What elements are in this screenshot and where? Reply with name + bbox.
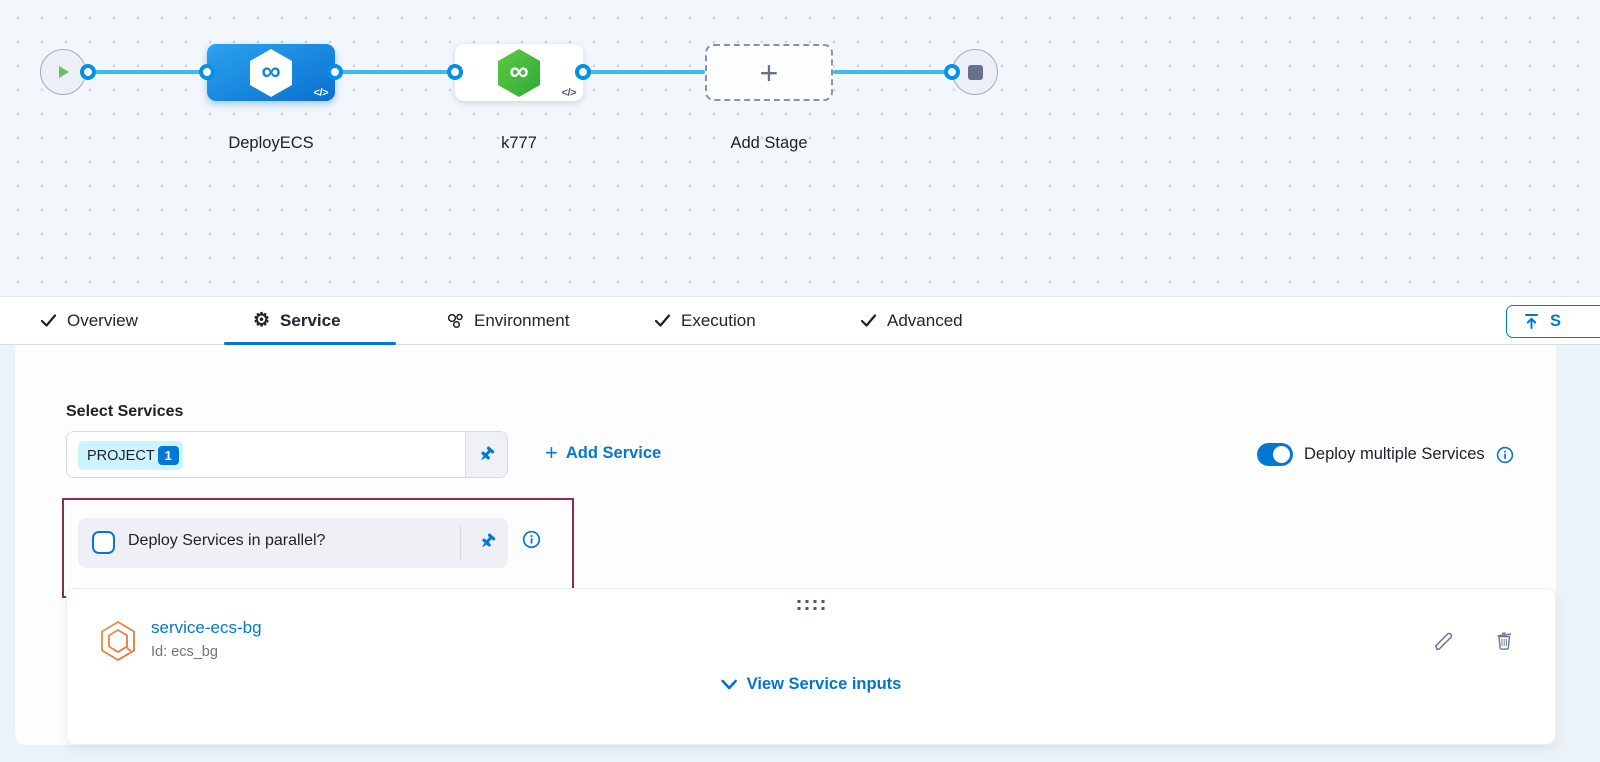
tab-advanced[interactable]: Advanced [860, 297, 963, 344]
view-service-inputs-label: View Service inputs [747, 675, 902, 694]
stage-label-add-stage: Add Stage [669, 134, 869, 153]
harness-cd-icon: ∞ [248, 48, 294, 98]
deploy-parallel-checkbox[interactable] [92, 531, 115, 554]
view-service-inputs-button[interactable]: View Service inputs [721, 675, 902, 694]
save-button-label: S [1550, 312, 1561, 331]
toggle-knob [1273, 446, 1290, 463]
add-service-button[interactable]: + Add Service [545, 442, 661, 464]
chevron-down-icon [721, 679, 738, 691]
stage-label-k777: k777 [419, 134, 619, 153]
connector-line [88, 70, 207, 74]
plus-icon: + [545, 442, 558, 464]
connector-port[interactable] [327, 64, 343, 80]
check-icon [40, 313, 57, 328]
connector-line [833, 70, 952, 74]
project-scope-chip[interactable]: PROJECT 1 [78, 441, 183, 470]
deploy-parallel-label: Deploy Services in parallel? [128, 532, 325, 550]
check-icon [860, 313, 877, 328]
info-icon[interactable] [1496, 446, 1514, 464]
infinity-glyph: ∞ [496, 48, 542, 95]
service-hexagon-icon [99, 620, 137, 667]
tab-label: Service [280, 311, 341, 331]
connector-port[interactable] [575, 64, 591, 80]
gear-icon: ⚙ [253, 311, 270, 330]
pencil-icon [1432, 629, 1454, 651]
code-badge: </> [562, 87, 576, 99]
service-id-text: Id: ecs_bg [151, 644, 218, 660]
environment-icon [446, 312, 464, 329]
stop-icon [968, 65, 983, 80]
tab-label: Advanced [887, 311, 963, 331]
harness-ci-icon: ∞ [496, 48, 542, 98]
check-icon [654, 313, 671, 328]
connector-port[interactable] [199, 64, 215, 80]
info-icon[interactable] [522, 530, 541, 554]
tab-label: Overview [67, 311, 138, 331]
pin-toggle-button[interactable] [465, 432, 507, 477]
stage-label-deployecs: DeployECS [171, 134, 371, 153]
divider [460, 525, 461, 561]
tab-environment[interactable]: Environment [446, 297, 569, 344]
project-chip-label: PROJECT [87, 448, 155, 464]
connector-port[interactable] [944, 64, 960, 80]
stage-node-deployecs[interactable]: ∞ </> [207, 44, 335, 101]
delete-service-button[interactable] [1491, 627, 1517, 653]
service-card: service-ecs-bg Id: ecs_bg [66, 588, 1556, 745]
stage-node-k777[interactable]: ∞ </> [455, 44, 583, 101]
infinity-glyph: ∞ [248, 48, 294, 95]
deploy-multiple-services-label: Deploy multiple Services [1304, 445, 1485, 464]
deploy-multiple-services-row: Deploy multiple Services [1257, 443, 1514, 466]
select-services-label: Select Services [66, 403, 183, 421]
pin-icon [478, 446, 495, 463]
service-name-link[interactable]: service-ecs-bg [151, 618, 262, 638]
pipeline-canvas[interactable]: ∞ </> ∞ </> + DeployECS k777 Ad [0, 0, 1600, 296]
add-stage-button[interactable]: + [705, 44, 833, 101]
play-icon [53, 62, 73, 82]
project-chip-count-badge: 1 [158, 446, 179, 465]
tab-bar: Overview ⚙ Service Environment Execution [0, 296, 1600, 345]
connector-port[interactable] [447, 64, 463, 80]
save-button[interactable]: S [1506, 305, 1600, 338]
connector-port[interactable] [80, 64, 96, 80]
drag-handle[interactable] [798, 600, 825, 610]
tab-overview[interactable]: Overview [40, 297, 138, 344]
tab-service[interactable]: ⚙ Service [253, 297, 341, 344]
deploy-parallel-field[interactable]: Deploy Services in parallel? [78, 518, 508, 568]
code-badge: </> [314, 87, 328, 99]
deploy-multiple-services-toggle[interactable] [1257, 443, 1293, 466]
tab-label: Environment [474, 311, 569, 331]
upload-icon [1522, 312, 1541, 331]
services-select-field[interactable]: PROJECT 1 [66, 431, 508, 478]
trash-icon [1493, 629, 1515, 651]
connector-line [335, 70, 455, 74]
pin-toggle-button[interactable] [479, 533, 496, 555]
pin-icon [479, 533, 496, 550]
tab-execution[interactable]: Execution [654, 297, 756, 344]
content-area: Select Services PROJECT 1 + Add Ser [0, 345, 1600, 762]
tab-label: Execution [681, 311, 756, 331]
add-service-label: Add Service [566, 444, 661, 463]
plus-icon: + [760, 57, 779, 89]
connector-line [583, 70, 705, 74]
edit-service-button[interactable] [1430, 627, 1456, 653]
